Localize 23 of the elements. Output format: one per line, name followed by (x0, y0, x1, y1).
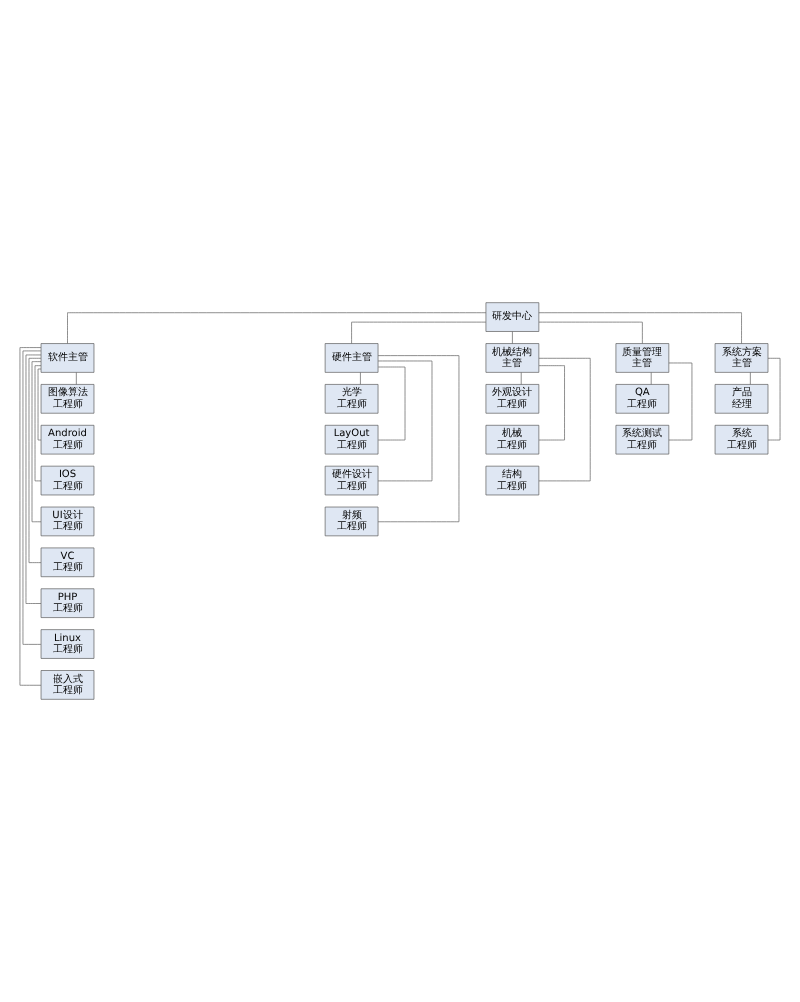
connector (650, 372, 652, 385)
connector (28, 357, 42, 563)
connector (377, 366, 406, 441)
connector (31, 361, 42, 523)
connector (22, 350, 42, 645)
connector (76, 372, 77, 385)
connector (360, 372, 361, 385)
connector (351, 321, 487, 344)
connector (750, 372, 751, 385)
connector (25, 354, 42, 604)
connector (67, 312, 487, 344)
connector (377, 355, 460, 523)
connector (767, 357, 781, 441)
connector (37, 368, 42, 441)
connector (538, 357, 591, 482)
connector (538, 365, 565, 441)
connector (520, 372, 522, 385)
connector (538, 312, 742, 344)
connector (538, 321, 643, 344)
connector (377, 360, 433, 482)
connector (512, 331, 513, 344)
connector (19, 347, 42, 686)
connector (34, 365, 42, 482)
